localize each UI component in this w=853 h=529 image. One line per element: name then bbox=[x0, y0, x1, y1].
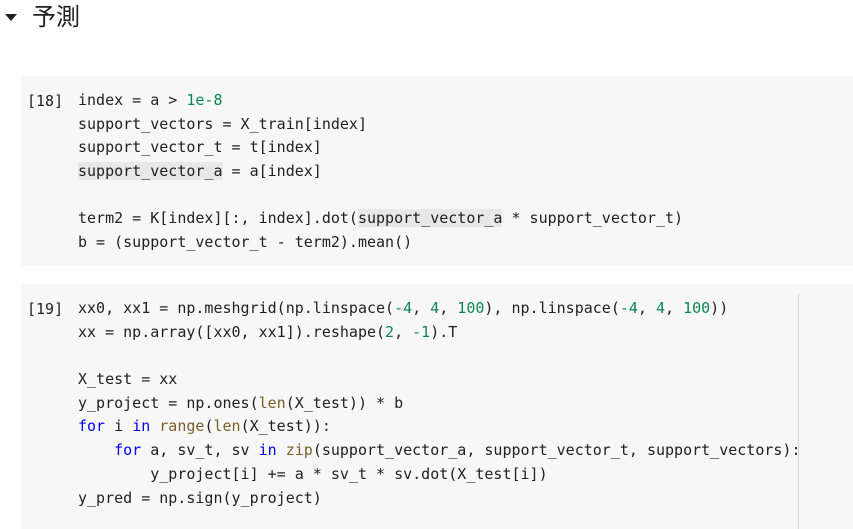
code-token: y_pred = np.sign(y_project) bbox=[78, 488, 322, 507]
code-line bbox=[78, 184, 853, 208]
collapse-caret-icon[interactable] bbox=[5, 14, 17, 21]
code-token: xx = np.array([xx0, xx1]).reshape( bbox=[78, 322, 386, 341]
code-line bbox=[78, 344, 853, 368]
code-token: 4 bbox=[655, 299, 666, 317]
code-token: * support_vector_t) bbox=[502, 209, 684, 228]
code-token: support_vector_t = t[index] bbox=[78, 138, 322, 157]
code-token: , bbox=[412, 299, 431, 317]
code-token: a, sv_t, sv bbox=[141, 441, 259, 460]
execution-count: [18] bbox=[27, 92, 64, 110]
code-token: term2 = K[index][:, index].dot( bbox=[78, 209, 358, 228]
code-token: support_vectors = X_train[index] bbox=[78, 114, 367, 133]
code-token: 1e-8 bbox=[186, 91, 223, 109]
code-token: -4 bbox=[619, 299, 638, 317]
code-token: , bbox=[439, 299, 458, 317]
code-token: X_test = xx bbox=[78, 370, 178, 389]
section-header: 予測 bbox=[0, 0, 853, 40]
section-title: 予測 bbox=[32, 3, 80, 31]
code-token: for bbox=[78, 417, 106, 436]
code-token: ).T bbox=[430, 322, 458, 341]
code-token: in bbox=[132, 417, 151, 436]
code-token: for bbox=[114, 441, 142, 460]
code-line: for i in range(len(X_test)): bbox=[78, 415, 853, 439]
code-line: y_pred = np.sign(y_project) bbox=[78, 487, 853, 511]
code-token: , bbox=[637, 299, 656, 317]
code-token: b = (support_vector_t - term2).mean() bbox=[78, 233, 413, 252]
code-line: X_test = xx bbox=[78, 368, 853, 392]
code-line: support_vector_a = a[index] bbox=[78, 160, 853, 184]
code-cell[interactable]: [19] xx0, xx1 = np.meshgrid(np.linspace(… bbox=[21, 284, 853, 529]
code-token: -1 bbox=[412, 322, 431, 341]
code-line: term2 = K[index][:, index].dot(support_v… bbox=[78, 207, 853, 231]
code-line: support_vector_t = t[index] bbox=[78, 136, 853, 160]
code-line: b = (support_vector_t - term2).mean() bbox=[78, 231, 853, 255]
code-token: support_vector_a bbox=[357, 209, 503, 228]
code-line: support_vectors = X_train[index] bbox=[78, 113, 853, 137]
code-token: , bbox=[394, 322, 413, 341]
code-token: )) bbox=[710, 299, 729, 317]
code-token: zip bbox=[285, 441, 313, 460]
code-token: y_project[i] += a * sv_t * sv.dot(X_test… bbox=[78, 464, 548, 483]
code-token: len bbox=[258, 393, 286, 412]
execution-count: [19] bbox=[27, 300, 64, 318]
code-token bbox=[78, 441, 114, 459]
code-line: y_project[i] += a * sv_t * sv.dot(X_test… bbox=[78, 463, 853, 487]
code-editor[interactable]: xx0, xx1 = np.meshgrid(np.linspace(-4, 4… bbox=[78, 297, 853, 510]
editor-ruler bbox=[798, 294, 799, 529]
code-token: 2 bbox=[385, 322, 395, 341]
code-token: (X_test)): bbox=[240, 417, 331, 436]
code-token bbox=[277, 441, 286, 459]
code-token: range bbox=[159, 417, 205, 436]
code-token: in bbox=[258, 441, 277, 460]
code-token: 100 bbox=[683, 299, 711, 317]
code-token: (support_vector_a, support_vector_t, sup… bbox=[312, 441, 801, 460]
code-token bbox=[150, 417, 159, 435]
code-token: len bbox=[213, 417, 241, 436]
code-line: xx0, xx1 = np.meshgrid(np.linspace(-4, 4… bbox=[78, 297, 853, 321]
code-line: for a, sv_t, sv in zip(support_vector_a,… bbox=[78, 439, 853, 463]
code-token: index = a > bbox=[78, 91, 187, 109]
code-token: ( bbox=[204, 417, 214, 436]
code-token: ), np.linspace( bbox=[484, 299, 620, 317]
code-token: support_vector_a bbox=[78, 162, 223, 181]
code-token: -4 bbox=[394, 299, 413, 317]
code-token: y_project = np.ones( bbox=[78, 393, 259, 412]
code-line: index = a > 1e-8 bbox=[78, 89, 853, 113]
code-token: = a[index] bbox=[222, 162, 322, 181]
code-line: y_project = np.ones(len(X_test)) * b bbox=[78, 392, 853, 416]
code-line: xx = np.array([xx0, xx1]).reshape(2, -1)… bbox=[78, 321, 853, 345]
code-token: , bbox=[665, 299, 684, 317]
code-token: xx0, xx1 = np.meshgrid(np.linspace( bbox=[78, 299, 395, 317]
code-token: (X_test)) * b bbox=[285, 393, 404, 412]
code-token: i bbox=[105, 417, 133, 436]
code-token: 4 bbox=[430, 299, 440, 317]
code-token: 100 bbox=[457, 299, 485, 317]
